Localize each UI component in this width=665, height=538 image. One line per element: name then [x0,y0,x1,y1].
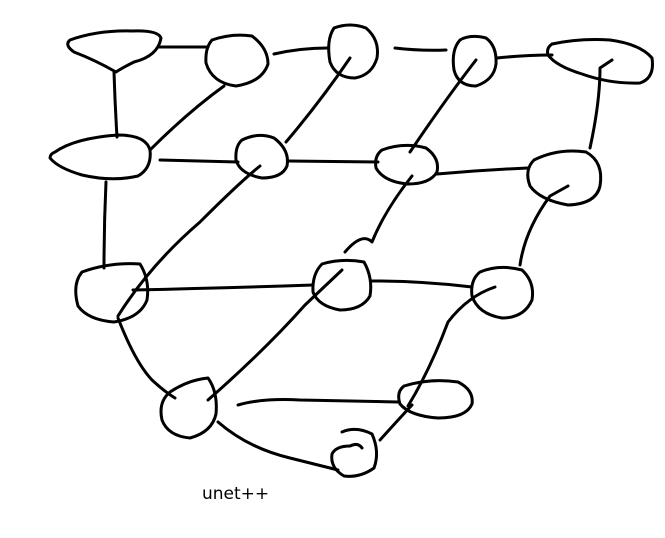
edge-1-3-to-0-4 [588,58,614,150]
edge-4-0-to-3-1 [378,403,414,442]
edge-0-2-to-0-3 [393,46,448,52]
edge-0-0-to-1-0 [112,70,119,139]
edge-3-1-to-2-2 [406,285,497,408]
node-0-3 [451,34,498,88]
node-2-1 [311,258,373,312]
edge-1-0-to-0-1 [148,84,226,152]
edge-2-0-to-1-1 [116,164,262,318]
edge-2-1-to-2-2 [370,279,474,289]
edge-1-0-to-2-0 [102,180,108,270]
node-2-2 [470,265,534,320]
edge-0-1-to-0-2 [272,46,330,56]
edge-1-0-to-1-1 [158,158,240,164]
edge-2-0-to-2-1 [131,283,315,292]
edge-2-0-to-3-0 [116,316,177,400]
node-3-0 [159,376,218,440]
edge-3-0-to-4-0 [216,420,340,472]
node-0-2 [327,23,379,80]
connections [102,45,614,472]
edge-1-2-to-1-3 [435,166,530,176]
edge-0-3-to-0-4 [495,53,554,60]
nodes [48,23,654,478]
node-2-0 [74,262,150,324]
node-4-0 [330,427,379,478]
edge-3-0-to-2-1 [206,268,344,402]
diagram-caption: unet++ [202,484,270,504]
node-0-0 [66,29,163,74]
node-1-1 [234,133,289,180]
edge-2-2-to-1-3 [518,184,570,267]
edge-1-2-to-0-3 [408,58,478,154]
edge-1-1-to-1-2 [286,159,380,164]
edge-1-1-to-0-2 [284,56,352,144]
node-0-4 [546,38,654,85]
node-1-0 [48,133,152,181]
node-1-3 [526,149,603,207]
node-3-1 [397,379,474,420]
node-0-1 [204,33,270,88]
edge-3-0-to-3-1 [236,398,400,407]
edge-2-1-to-1-2 [343,174,414,254]
node-1-2 [374,143,439,186]
